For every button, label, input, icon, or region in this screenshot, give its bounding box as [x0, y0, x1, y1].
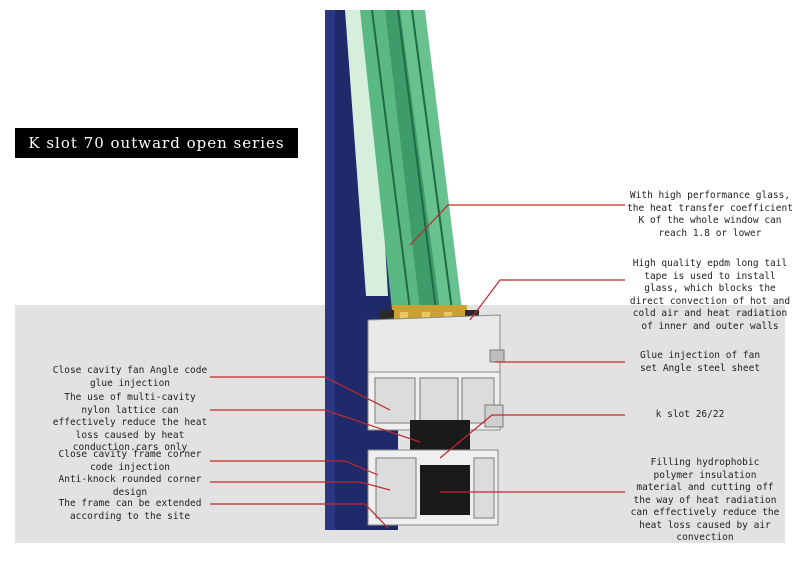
annotation-fan-corner-glue: Close cavity fan Angle code glue injecti… — [40, 365, 220, 390]
nylon-insulation — [410, 420, 470, 450]
annotation-epdm-tape: High quality epdm long tail tape is used… — [620, 258, 800, 333]
annotation-rounded-corner: Anti-knock rounded corner design — [40, 474, 220, 499]
annotation-k-slot: k slot 26/22 — [620, 409, 760, 422]
annotation-hydrophobic-filling: Filling hydrophobic polymer insulation m… — [620, 457, 790, 545]
diagram-title: K slot 70 outward open series — [15, 128, 298, 158]
annotation-extendable-frame: The frame can be extended according to t… — [40, 498, 220, 523]
annotation-fan-angle-steel: Glue injection of fan set Angle steel sh… — [620, 350, 780, 375]
frame-edge — [325, 10, 335, 530]
annotation-glass-performance: With high performance glass, the heat tr… — [620, 190, 800, 240]
annotation-nylon-lattice: The use of multi-cavity nylon lattice ca… — [40, 392, 220, 455]
annotation-frame-corner-injection: Close cavity frame corner code injection — [40, 449, 220, 474]
aluminum-profile — [368, 315, 504, 525]
hydrophobic-insulation — [420, 465, 470, 515]
